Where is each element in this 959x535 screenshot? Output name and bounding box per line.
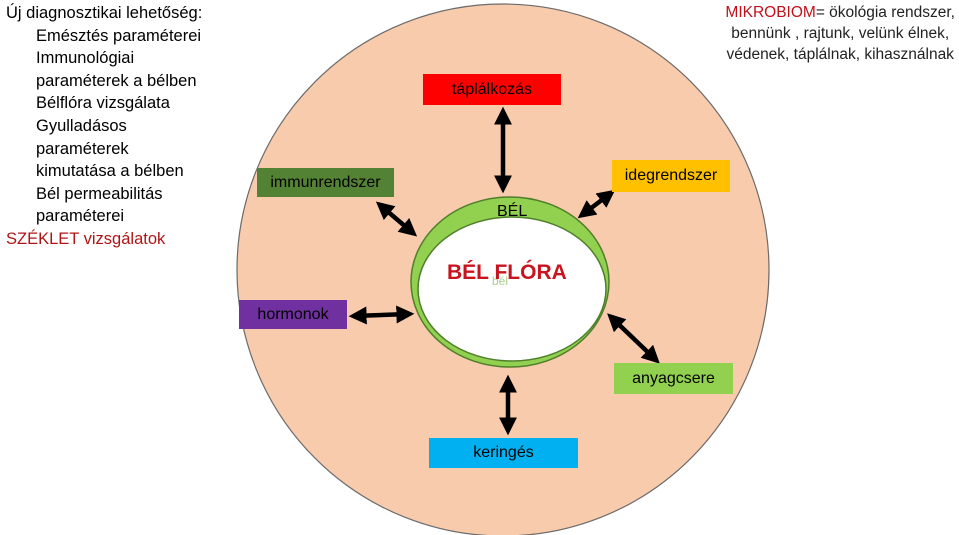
arrow-idegrendszer <box>577 189 616 219</box>
diagnostics-item: paraméterek <box>36 139 129 158</box>
box-taplalkozas: táplálkozás <box>423 74 561 105</box>
flora-inner <box>417 216 607 362</box>
diagnostics-item: kimutatása a bélben <box>36 162 184 181</box>
flora-ghost-label: bél <box>492 274 509 288</box>
microbiom-line-3: védenek, táplálnak, kihasználnak <box>726 46 954 63</box>
diagnostics-title: Új diagnosztikai lehetőség: <box>6 4 203 22</box>
diagnostics-item: Immunológiai <box>36 49 135 68</box>
diagnostics-item: Gyulladásos <box>36 116 127 135</box>
diagnostics-list: Új diagnosztikai lehetőség: Emésztés par… <box>6 2 202 251</box>
box-keringes: keringés <box>429 438 578 468</box>
diagnostics-item: paraméterek a bélben <box>36 71 197 90</box>
diagnostics-item: Emésztés paraméterei <box>36 26 202 45</box>
microbiom-line-1: MIKROBIOM= ökológia rendszer, <box>725 2 955 23</box>
bel-flora-label: BÉL FLÓRA <box>447 261 567 284</box>
diagnostics-item: paraméterei <box>36 207 125 226</box>
microbiom-line-1-rest: = ökológia rendszer, <box>815 4 955 21</box>
arrow-immunrendszer <box>375 201 418 237</box>
box-anyagcsere: anyagcsere <box>614 363 733 394</box>
microbiom-line-2: bennünk , rajtunk, velünk élnek, <box>731 25 950 42</box>
box-immunrendszer: immunrendszer <box>257 168 394 197</box>
diagnostics-footer: SZÉKLET vizsgálatok <box>6 229 166 248</box>
diagnostics-item: Bélflóra vizsgálata <box>36 94 170 113</box>
bel-label: BÉL <box>497 203 528 220</box>
microbiom-term: MIKROBIOM <box>725 4 816 21</box>
box-hormonok: hormonok <box>239 300 347 329</box>
box-idegrendszer: idegrendszer <box>612 160 730 192</box>
diagnostics-item: Bél permeabilitás <box>36 184 163 203</box>
arrow-hormonok <box>348 305 415 325</box>
microbiom-definition: MIKROBIOM= ökológia rendszer, bennünk , … <box>725 2 955 65</box>
arrow-anyagcsere <box>607 313 660 364</box>
